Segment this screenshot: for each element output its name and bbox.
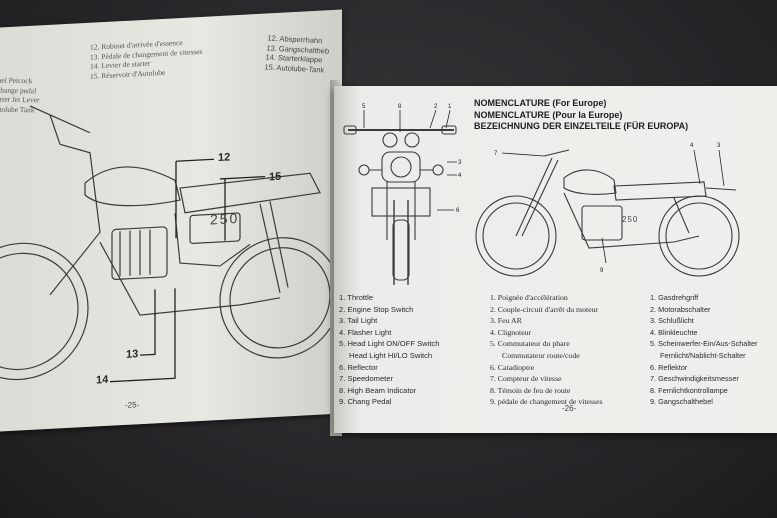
callout-line (110, 288, 176, 383)
callout-4: 4 (458, 173, 462, 179)
front-wheel-small (475, 195, 557, 277)
callout-line (140, 289, 156, 356)
flasher-left (358, 164, 370, 176)
legend-item: 4. Blinkleuchte (650, 327, 698, 337)
flasher-right (432, 164, 444, 176)
legend-item: 7. Compteur de vitesse (490, 374, 562, 384)
motorcycle-side-small-drawing: 250 7 4 3 9 (475, 143, 740, 277)
gauge-right (404, 132, 420, 148)
callout-4-side: 4 (690, 143, 694, 149)
left-page: 12. Robinet d'arrivée d'essence 13. Péda… (0, 9, 342, 433)
legend-item: Fernlicht/Nablicht-Schalter (660, 350, 746, 360)
legend-item: 8. Fernlichtkontrollampe (650, 385, 728, 395)
callout-3-side: 3 (717, 143, 721, 149)
legend-item: 8. High Beam Indicator (339, 385, 417, 395)
heading-fr: NOMENCLATURE (Pour la Europe) (474, 109, 623, 120)
legend-item: Commutateur route/code (502, 350, 580, 360)
callout-line (175, 158, 214, 239)
callout-15: 15 (269, 170, 282, 184)
legend-item: 3. Schlußlicht (650, 316, 694, 326)
motorcycle-side-drawing: 250 (0, 105, 341, 383)
headlight (381, 151, 421, 183)
callout-8: 8 (398, 104, 402, 110)
gauge-left (382, 132, 398, 148)
left-legend-right: 12. Absperrhahn 13. Gangschaltheb 14. St… (264, 33, 331, 74)
tail-light-small (705, 187, 737, 191)
legend-item: 7. Geschwindigkeitsmesser (650, 374, 739, 384)
legend-item: 9. Gangschalthebel (650, 397, 713, 407)
callout-14: 14 (96, 373, 109, 387)
page-number-right: -26- (562, 404, 577, 413)
callout-2: 2 (434, 104, 438, 110)
front-fork-small (515, 157, 559, 237)
legend-item: 9. Chang Pedal (339, 397, 392, 407)
fuel-tank-small (563, 169, 617, 195)
legend-item: 6. Reflektor (650, 362, 688, 372)
nomenclature-headings: NOMENCLATURE (For Europe) NOMENCLATURE (… (474, 98, 688, 133)
heading-en: NOMENCLATURE (For Europe) (474, 98, 607, 108)
callout-7: 7 (494, 151, 498, 157)
tank-number: 250 (210, 210, 239, 228)
motorcycle-front-drawing: 5 8 2 1 3 4 6 (343, 104, 462, 285)
page-number-left: -25- (125, 400, 140, 410)
legend-item: 8. Témoin de feu de route (490, 385, 571, 395)
legend-line: uel Petcock (0, 75, 33, 86)
legend-german: 1. Gasdrehgriff 2. Motorabschalter 3. Sc… (650, 292, 757, 408)
legend-item: 4. Flasher Light (339, 327, 392, 337)
seat-small (613, 181, 707, 201)
legend-item: 6. Catadioptre (490, 362, 535, 372)
tank-number-small: 250 (622, 215, 638, 224)
legend-english: 1. Throttle 2. Engine Stop Switch 3. Tai… (339, 292, 439, 408)
left-legend-center: 12. Robinet d'arrivée d'essence 13. Péda… (90, 37, 202, 81)
heading-de: BEZEICHNUNG DER EINZELTEILE (FÜR EUROPA) (474, 121, 689, 131)
callout-5: 5 (362, 104, 366, 110)
legend-item: 2. Motorabschalter (650, 304, 711, 314)
legend-item: 6. Reflector (339, 362, 378, 372)
legend-item: 5. Head Light ON/OFF Switch (339, 339, 440, 349)
legend-item: 2. Couple-circuit d'arrêt du moteur (490, 304, 599, 314)
engine-block (111, 226, 168, 281)
legend-item: Head Light HI/LO Switch (349, 350, 433, 360)
front-fork (49, 143, 101, 296)
callout-3: 3 (458, 160, 462, 166)
legend-item: 1. Poignée d'accélération (490, 293, 568, 302)
right-page: NOMENCLATURE (For Europe) NOMENCLATURE (… (334, 86, 777, 433)
legend-item: 3. Tail Light (339, 316, 378, 326)
legend-item: 5. Scheinwerfer-Ein/Aus-Schalter (650, 339, 758, 349)
legend-item: 4. Clignoteur (490, 327, 532, 337)
legend-item: 7. Speedometer (339, 374, 394, 384)
front-tire (393, 200, 409, 285)
callout-9: 9 (600, 268, 604, 274)
legend-item: 2. Engine Stop Switch (339, 304, 414, 314)
legend-french: 1. Poignée d'accélération 2. Couple-circ… (490, 292, 603, 408)
seat (179, 172, 321, 214)
rear-shock (259, 201, 289, 293)
callout-1: 1 (448, 104, 452, 110)
legend-item: 1. Throttle (339, 293, 374, 302)
legend-item: 5. Commutateur du phare (490, 339, 570, 349)
front-wheel (0, 242, 89, 381)
callout-12: 12 (218, 151, 231, 165)
legend-item: 9. pédale de changement de vitesses (490, 397, 603, 407)
callout-6: 6 (456, 208, 460, 214)
fuel-tank (84, 166, 181, 207)
legend-item: 3. Feu AR (490, 316, 522, 326)
callout-13: 13 (126, 348, 139, 361)
callout-line (220, 175, 265, 241)
legend-item: 1. Gasdrehgriff (650, 293, 699, 302)
